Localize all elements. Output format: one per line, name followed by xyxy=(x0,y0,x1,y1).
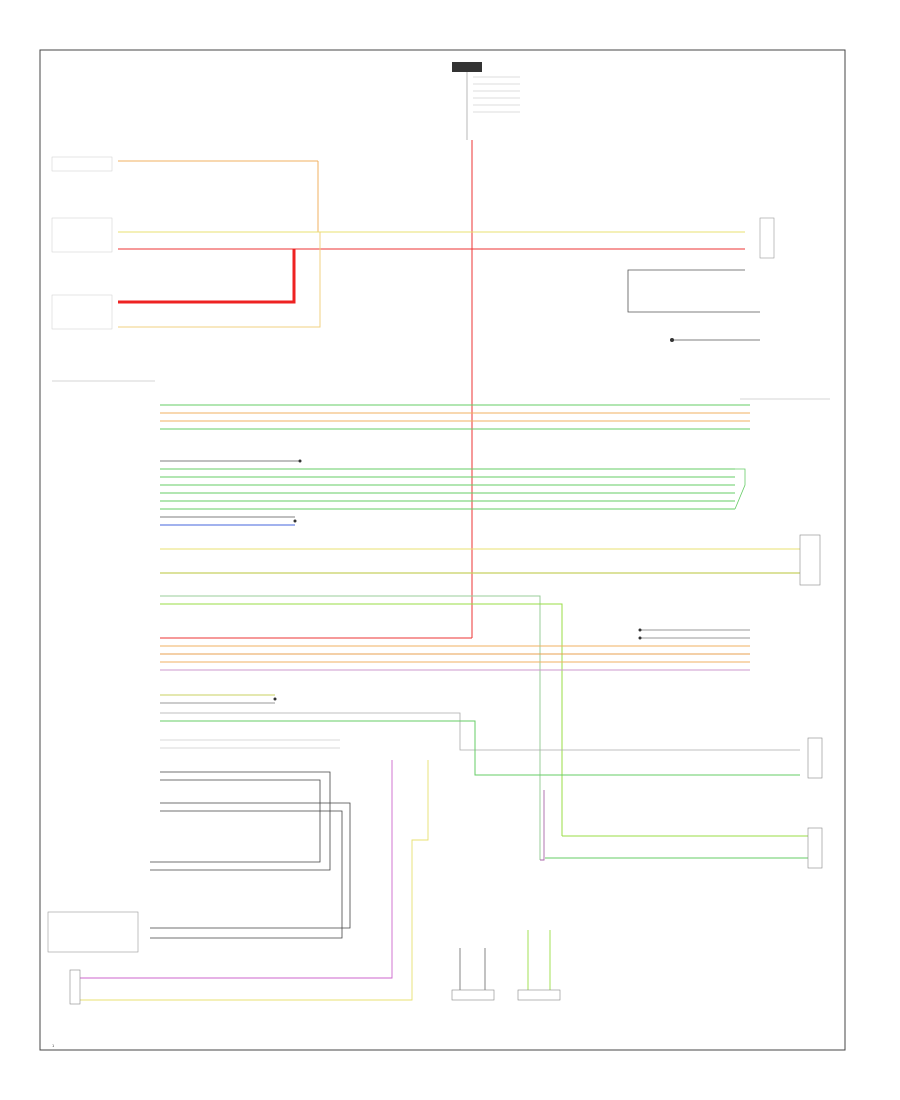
antenna-wires xyxy=(69,760,429,1005)
wire-purple xyxy=(540,790,545,861)
control-wires xyxy=(160,694,823,779)
amp-bus-wires xyxy=(160,404,750,430)
diagram-border xyxy=(39,49,846,1051)
wire-orange-right xyxy=(118,232,321,328)
left-tweeter-group xyxy=(51,156,319,330)
speaker-signal-wires xyxy=(160,459,746,526)
wire-red-thick xyxy=(118,249,296,304)
ground-wires xyxy=(47,771,351,953)
right-tweeter-connector xyxy=(759,217,775,259)
front-speaker-wires xyxy=(160,595,563,860)
power-bus-wires xyxy=(160,628,750,671)
page-number: 1 xyxy=(52,1044,54,1048)
bottom-speakers xyxy=(451,930,561,1001)
right-lower-speaker-wires xyxy=(545,827,823,869)
wire-black-loop xyxy=(627,269,760,313)
fuse-source xyxy=(452,62,520,140)
ground-splice xyxy=(670,338,674,342)
rear-speaker-wires xyxy=(160,534,821,586)
